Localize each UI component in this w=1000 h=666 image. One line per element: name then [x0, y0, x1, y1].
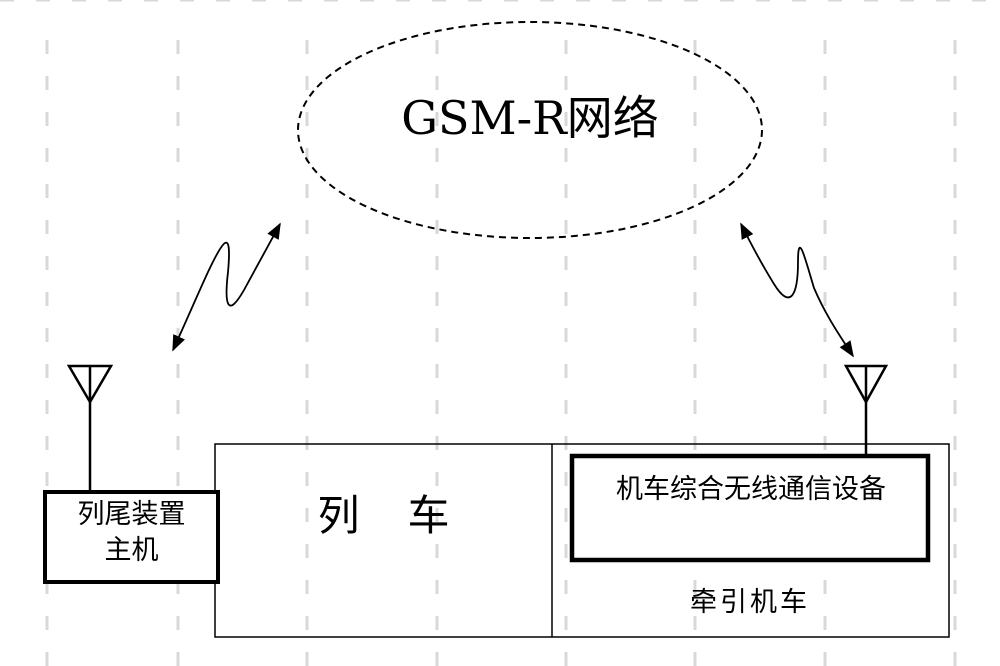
right-wireless-link [740, 222, 854, 358]
gsmr-network-ellipse [297, 21, 763, 239]
eot-device-label-line2: 主机 [104, 535, 159, 566]
eot-device-label: 列尾装置 主机 [45, 497, 218, 569]
network-label: GSM-R网络 [401, 91, 659, 145]
train-label: 列车 [317, 491, 498, 540]
left-wireless-link [172, 222, 281, 352]
eot-device-label-line1: 列尾装置 [77, 499, 186, 530]
locomotive-label: 牵引机车 [690, 587, 810, 618]
cir-antenna-icon [843, 364, 889, 456]
cir-device-box [569, 453, 931, 563]
eot-device-box [43, 490, 220, 584]
eot-antenna-icon [66, 364, 114, 492]
cir-device-label: 机车综合无线通信设备 [616, 474, 886, 505]
